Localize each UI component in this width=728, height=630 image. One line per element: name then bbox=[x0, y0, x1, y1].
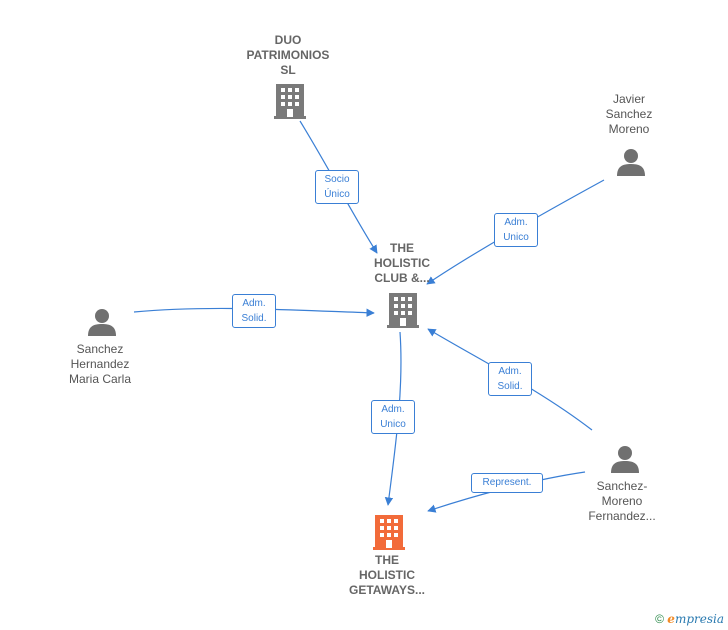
person-icon bbox=[617, 149, 645, 176]
node-label-holistic-club[interactable]: THE HOLISTIC CLUB &... bbox=[374, 241, 430, 285]
building-icon bbox=[387, 293, 419, 328]
person-icon bbox=[88, 309, 116, 336]
node-label-javier-sanchez-moreno[interactable]: Javier Sanchez Moreno bbox=[605, 92, 653, 136]
empresia-logo: © empresia bbox=[655, 612, 724, 626]
edge-label-represent: Represent. bbox=[471, 473, 543, 493]
copyright-symbol: © bbox=[655, 612, 664, 626]
brand-initial: e bbox=[667, 612, 675, 626]
edge-label-adm-unico: Adm. Unico bbox=[371, 400, 415, 434]
edge-label-socio-unico: Socio Único bbox=[315, 170, 359, 204]
edge-label-adm-solid: Adm. Solid. bbox=[232, 294, 276, 328]
brand-name: mpresia bbox=[674, 612, 724, 626]
node-label-sanchez-moreno[interactable]: Sanchez- Moreno Fernandez... bbox=[588, 479, 656, 523]
node-label-holistic-getaways[interactable]: THE HOLISTIC GETAWAYS... bbox=[348, 553, 426, 597]
node-label-sanchez-hernandez[interactable]: Sanchez Hernandez Maria Carla bbox=[68, 342, 131, 386]
building-icon bbox=[373, 515, 405, 550]
edge-label-adm-solid: Adm. Solid. bbox=[488, 362, 532, 396]
edge-label-adm-unico: Adm. Unico bbox=[494, 213, 538, 247]
node-label-duo-patrimonios[interactable]: DUO PATRIMONIOS SL bbox=[246, 33, 330, 77]
person-icon bbox=[611, 446, 639, 473]
building-icon bbox=[274, 84, 306, 119]
